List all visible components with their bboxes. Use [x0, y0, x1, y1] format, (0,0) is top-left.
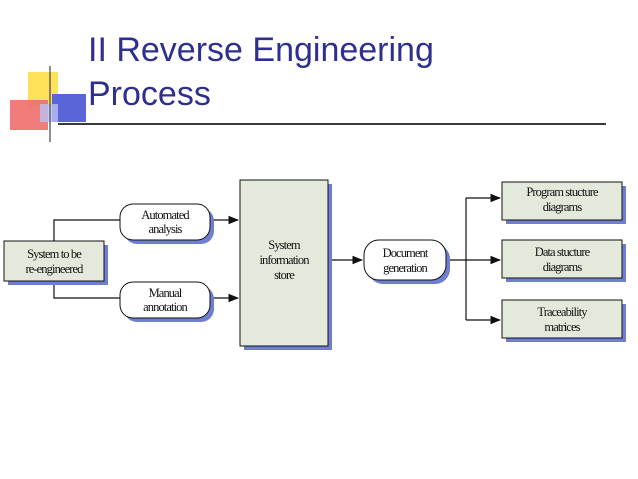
program-structure-label-2: diagrams — [543, 200, 583, 214]
store-label-1: System — [268, 238, 301, 252]
deco-lightblue-square — [40, 104, 58, 122]
information-store-box: System information store — [239, 179, 332, 350]
manual-label-1: Manual — [149, 286, 183, 300]
program-structure-label-1: Program stucture — [526, 185, 599, 199]
data-structure-label-2: diagrams — [543, 260, 583, 274]
automated-label-1: Automated — [141, 208, 190, 222]
manual-label-2: annotation — [143, 300, 188, 314]
store-label-2: information — [259, 253, 310, 267]
title-line-2: Process — [88, 75, 211, 113]
docgen-label-2: generation — [383, 261, 428, 275]
document-generation-pill: Document generation — [363, 239, 450, 284]
automated-analysis-pill: Automated analysis — [119, 203, 214, 244]
process-diagram: System to be re-engineered Automated ana… — [3, 179, 626, 350]
source-box: System to be re-engineered — [3, 240, 108, 285]
output-program-structure-box: Program stucture diagrams — [501, 181, 626, 224]
manual-annotation-pill: Manual annotation — [119, 281, 214, 322]
traceability-label-2: matrices — [544, 320, 580, 334]
source-box-label-1: System to be — [27, 247, 82, 261]
output-data-structure-box: Data stucture diagrams — [501, 239, 626, 282]
title-line-1: II Reverse Engineering — [88, 31, 434, 69]
data-structure-label-1: Data stucture — [535, 245, 591, 259]
title-underline — [58, 123, 606, 125]
connector-source-to-automated — [53, 219, 120, 241]
output-traceability-box: Traceability matrices — [501, 299, 626, 342]
docgen-label-1: Document — [383, 246, 429, 260]
source-box-label-2: re-engineered — [25, 262, 84, 276]
store-label-3: store — [274, 268, 295, 282]
page-title: II Reverse Engineering Process — [88, 28, 608, 116]
decorative-squares — [10, 66, 86, 142]
traceability-label-1: Traceability — [537, 305, 588, 319]
automated-label-2: analysis — [148, 222, 182, 236]
